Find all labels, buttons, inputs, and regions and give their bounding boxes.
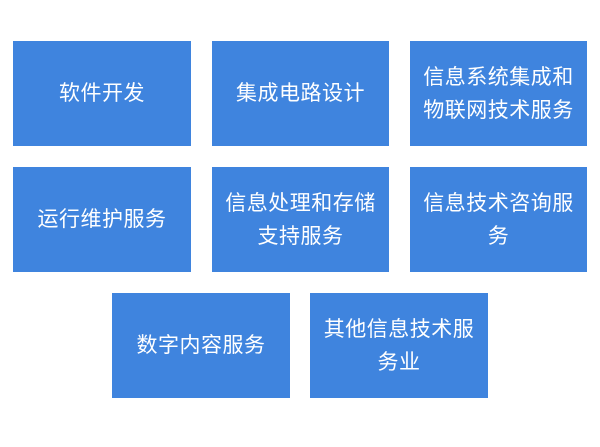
- box-label-line-1: 信息系统集成和: [423, 64, 574, 89]
- box-label-line-1: 信息技术咨询服: [423, 190, 574, 215]
- box-label-line-1: 信息处理和存储: [225, 190, 376, 215]
- box-info-system-integration-iot: 信息系统集成和 物联网技术服务: [410, 41, 587, 146]
- box-label: 运行维护服务: [37, 207, 167, 231]
- box-software-development: 软件开发: [13, 41, 191, 146]
- box-label: 数字内容服务: [136, 333, 266, 357]
- box-ic-design: 集成电路设计: [212, 41, 389, 146]
- box-other-it-services: 其他信息技术服 务业: [310, 293, 488, 398]
- box-label-line-2: 务业: [377, 349, 421, 374]
- box-label: 集成电路设计: [236, 81, 365, 105]
- box-it-consulting: 信息技术咨询服 务: [410, 167, 587, 272]
- box-info-processing-storage: 信息处理和存储 支持服务: [212, 167, 389, 272]
- box-label: 软件开发: [59, 81, 145, 105]
- box-operation-maintenance: 运行维护服务: [13, 167, 191, 272]
- box-label-line-1: 其他信息技术服: [323, 316, 475, 341]
- box-digital-content: 数字内容服务: [112, 293, 290, 398]
- box-label-line-2: 物联网技术服务: [423, 97, 574, 122]
- box-label-line-2: 务: [487, 223, 510, 248]
- box-label-line-2: 支持服务: [257, 223, 344, 248]
